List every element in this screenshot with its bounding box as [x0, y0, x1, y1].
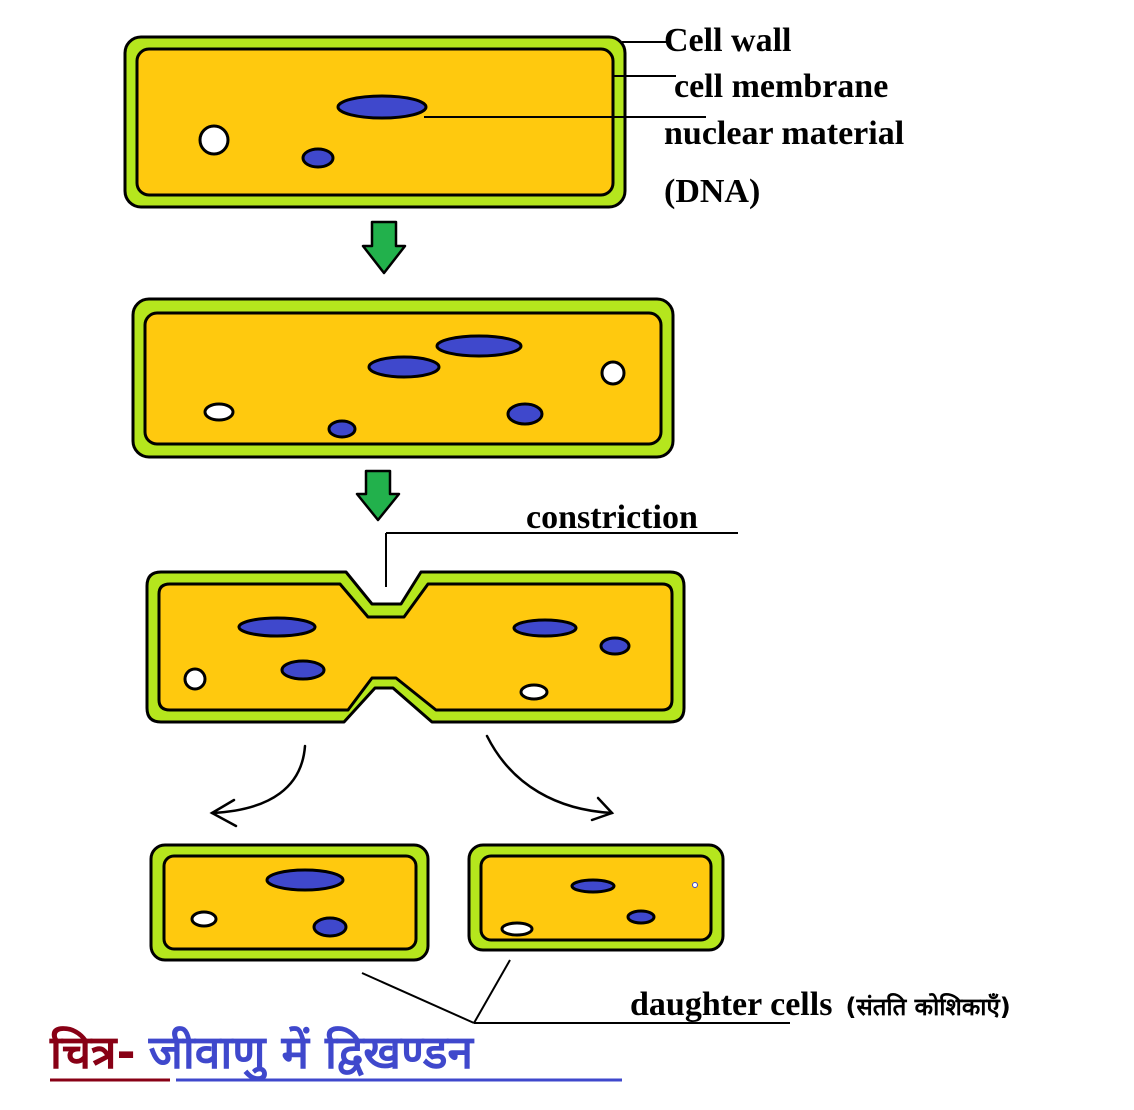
- elongated-cell-membrane: [143, 311, 663, 446]
- constricting-vacuole-right: [519, 683, 549, 701]
- daughter-left-membrane: [162, 854, 418, 951]
- label-daughter-cells-hindi: (संतति कोशिकाएँ): [846, 993, 1011, 1021]
- constricting-vacuole-left: [183, 667, 207, 691]
- down-arrow-1: [361, 220, 407, 275]
- constricting-nucleoid-left: [237, 616, 317, 638]
- elongated-vacuole-1: [203, 402, 235, 422]
- elongated-nucleoid-1: [435, 334, 523, 358]
- split-arrow-right: [485, 734, 614, 815]
- parent-ribosome: [301, 147, 335, 169]
- label-cell-wall: Cell wall: [664, 22, 791, 59]
- elongated-cell: [131, 297, 675, 459]
- constricting-cell: [145, 570, 686, 724]
- daughter-cell-right: [467, 843, 725, 952]
- parent-cell: [123, 35, 627, 209]
- constricting-cell-membrane: [157, 582, 674, 712]
- daughter-left-ribosome: [312, 916, 348, 938]
- label-nuclear-material: nuclear material: [664, 115, 904, 152]
- label-daughter-cells: daughter cells: [630, 986, 832, 1023]
- caption-text: जीवाणु में द्विखण्डन: [148, 1025, 475, 1082]
- daughter-right-dot: [692, 882, 698, 888]
- elongated-nucleoid-2: [367, 355, 441, 379]
- daughter-right-nucleoid: [570, 878, 616, 894]
- constricting-ribosome-right: [599, 636, 631, 656]
- daughter-right-ribosome: [626, 909, 656, 925]
- daughter-left-nucleoid: [265, 868, 345, 892]
- daughter-right-vacuole: [500, 921, 534, 937]
- label-constriction: constriction: [526, 499, 698, 536]
- down-arrow-2: [355, 469, 401, 522]
- split-arrow-left-head: [209, 798, 238, 828]
- constricting-nucleoid-right: [512, 618, 578, 638]
- label-cell-membrane: cell membrane: [674, 68, 888, 105]
- daughter-cell-left: [149, 843, 430, 962]
- label-daughter-cells-line: daughter cells (संतति कोशिकाएँ): [630, 986, 1011, 1023]
- daughter-left-vacuole: [190, 910, 218, 928]
- split-arrows: [209, 734, 615, 828]
- elongated-vacuole-2: [600, 360, 626, 386]
- parent-vacuole: [198, 124, 230, 156]
- parent-cell-membrane: [135, 47, 615, 197]
- daughter-leader-left: [361, 972, 475, 1024]
- constricting-ribosome-left: [280, 659, 326, 681]
- figure-caption: चित्र- जीवाणु में द्विखण्डन: [49, 1025, 474, 1082]
- elongated-ribosome-2: [506, 402, 544, 426]
- elongated-ribosome-1: [327, 419, 357, 439]
- label-dna: (DNA): [664, 173, 760, 210]
- daughter-leader-right: [473, 959, 511, 1024]
- split-arrow-right-head: [590, 796, 615, 822]
- label-leader-lines: [361, 41, 790, 1024]
- parent-nucleoid: [336, 94, 428, 120]
- caption-prefix: चित्र-: [49, 1025, 136, 1079]
- split-arrow-left: [210, 744, 307, 815]
